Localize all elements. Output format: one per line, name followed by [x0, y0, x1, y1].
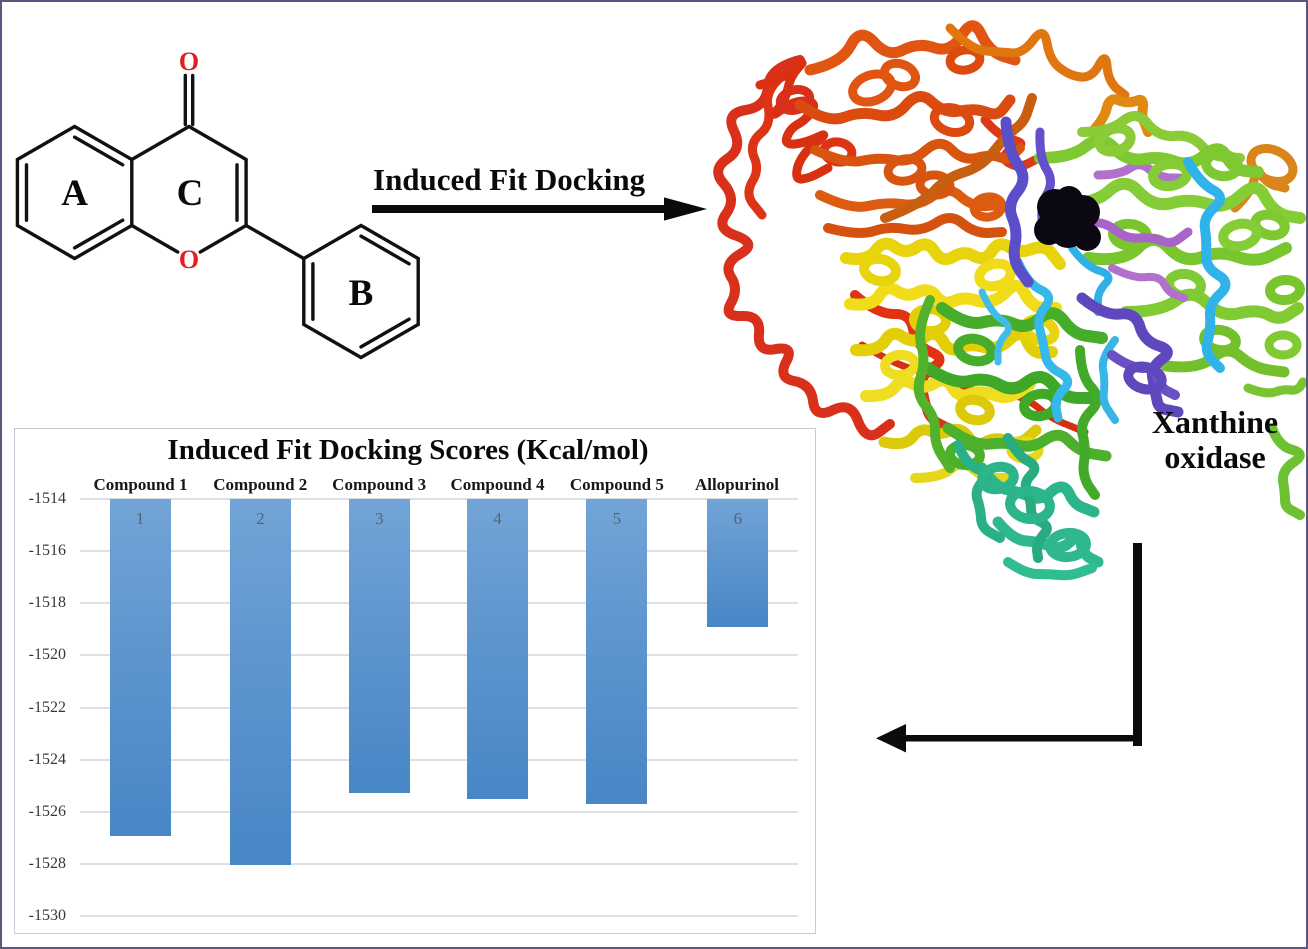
- svg-text:O: O: [179, 47, 199, 76]
- svg-text:A: A: [61, 173, 88, 214]
- svg-text:C: C: [177, 173, 204, 214]
- svg-text:O: O: [179, 245, 199, 274]
- svg-text:B: B: [349, 273, 374, 314]
